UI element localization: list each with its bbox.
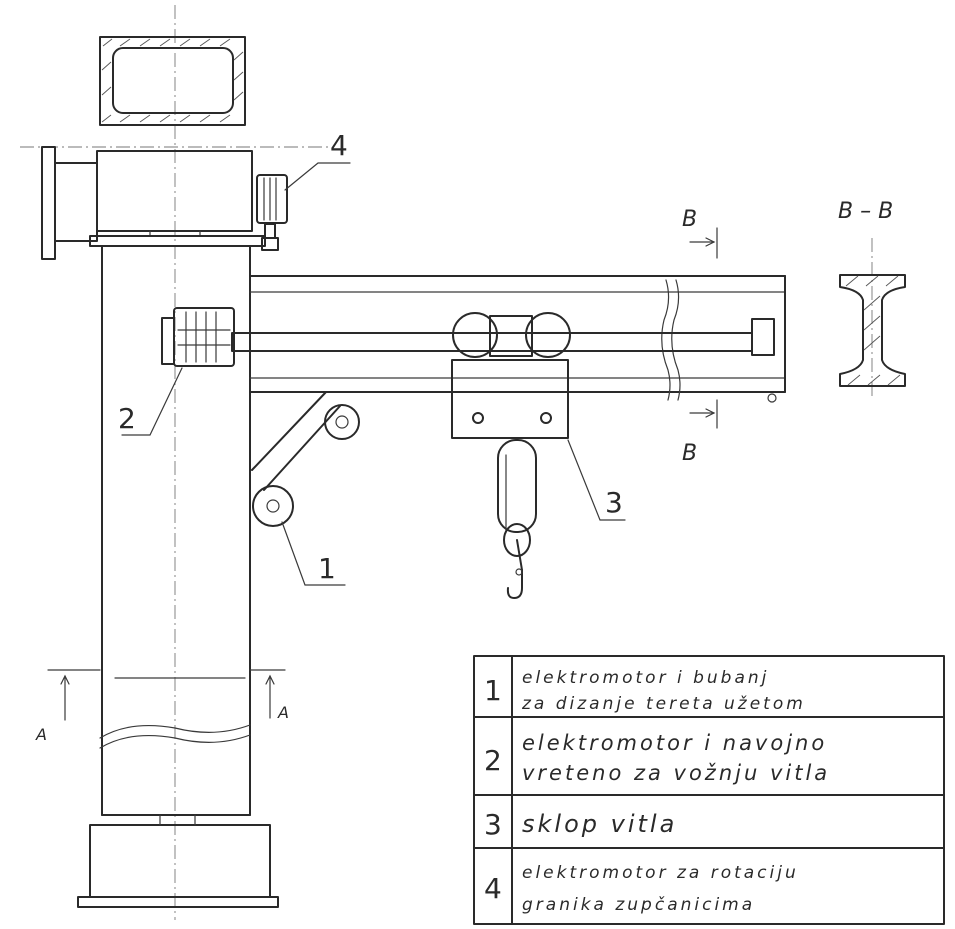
legend-row-4: 4 elektromotor za rotaciju granika zupča… bbox=[484, 863, 799, 915]
column-centerline bbox=[20, 5, 330, 920]
legend-row-3: 3 sklop vitla bbox=[484, 808, 677, 841]
callout-4-number: 4 bbox=[330, 129, 348, 162]
legend-row-text-line1: sklop vitla bbox=[522, 810, 677, 838]
legend-row-text-line2: granika zupčanicima bbox=[522, 895, 755, 915]
callout-3: 3 bbox=[567, 439, 626, 521]
section-bb-title: B – B bbox=[838, 199, 893, 224]
jib-beam bbox=[249, 275, 786, 403]
trolley-3 bbox=[451, 312, 571, 599]
lead-screw bbox=[231, 318, 775, 356]
legend-row-text-line2: za dizanje tereta užetom bbox=[521, 694, 806, 714]
section-bb: B – B bbox=[838, 199, 906, 400]
section-b-bottom-label: B bbox=[682, 441, 697, 466]
hoist-motor-1 bbox=[251, 391, 360, 527]
callout-3-number: 3 bbox=[605, 486, 623, 519]
section-a-left-label: A bbox=[35, 725, 47, 744]
section-b-marks: B B bbox=[682, 207, 718, 466]
rotating-head bbox=[41, 146, 266, 260]
legend-row-text-line1: elektromotor za rotaciju bbox=[522, 863, 799, 883]
callout-2: 2 bbox=[118, 367, 183, 436]
legend-row-number: 1 bbox=[484, 674, 502, 707]
section-b-top-label: B bbox=[682, 207, 697, 232]
callout-1-number: 1 bbox=[318, 552, 336, 585]
travel-motor-2 bbox=[161, 307, 235, 367]
callout-2-number: 2 bbox=[118, 402, 136, 435]
column bbox=[99, 245, 251, 816]
legend-row-2: 2 elektromotor i navojno vreteno za vožn… bbox=[484, 731, 830, 785]
legend-row-1: 1 elektromotor i bubanj za dizanje teret… bbox=[484, 668, 806, 714]
callout-4: 4 bbox=[284, 129, 351, 191]
legend-table: 1 elektromotor i bubanj za dizanje teret… bbox=[473, 655, 945, 925]
column-base bbox=[77, 814, 279, 908]
legend-row-text-line2: vreteno za vožnju vitla bbox=[522, 761, 830, 785]
section-a-right-label: A bbox=[277, 703, 289, 722]
column-top-cap bbox=[99, 36, 246, 126]
legend-row-text-line1: elektromotor i bubanj bbox=[522, 668, 769, 688]
section-a-marks: A A bbox=[35, 669, 289, 744]
legend-row-text-line1: elektromotor i navojno bbox=[522, 731, 827, 755]
legend-row-number: 4 bbox=[484, 872, 502, 905]
legend-row-number: 2 bbox=[484, 744, 502, 777]
legend-row-number: 3 bbox=[484, 808, 502, 841]
callout-1: 1 bbox=[281, 521, 346, 586]
rotation-motor-4 bbox=[256, 174, 288, 251]
